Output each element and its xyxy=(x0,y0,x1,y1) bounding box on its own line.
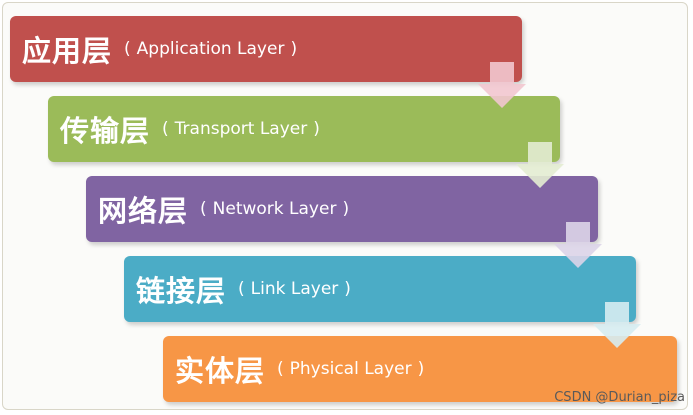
down-arrow-icon xyxy=(478,62,526,108)
watermark: CSDN @Durian_piza xyxy=(554,390,685,405)
paren-open: ( xyxy=(238,279,245,299)
paren-open: ( xyxy=(277,359,284,379)
layer-application: 应用层 ( Application Layer ) xyxy=(10,16,522,82)
layer-en-label: Transport Layer xyxy=(174,119,308,139)
layer-transport: 传输层 ( Transport Layer ) xyxy=(48,96,560,162)
layer-en-label: Physical Layer xyxy=(289,359,412,379)
layer-en-label: Network Layer xyxy=(212,199,337,219)
layer-cn-label: 网络层 xyxy=(98,194,189,228)
layer-cn-label: 链接层 xyxy=(136,274,227,308)
layer-en-label: Application Layer xyxy=(136,39,285,59)
paren-open: ( xyxy=(200,199,207,219)
paren-open: ( xyxy=(124,39,131,59)
paren-open: ( xyxy=(162,119,169,139)
paren-close: ) xyxy=(313,119,320,139)
layer-physical: 实体层 ( Physical Layer ) xyxy=(163,336,677,402)
layer-link: 链接层 ( Link Layer ) xyxy=(124,256,636,322)
down-arrow-icon xyxy=(516,142,564,188)
paren-close: ) xyxy=(342,199,350,219)
layer-en-label: Link Layer xyxy=(250,279,339,299)
layer-network: 网络层 ( Network Layer ) xyxy=(86,176,598,242)
layer-cn-label: 应用层 xyxy=(22,34,113,68)
down-arrow-icon xyxy=(554,222,602,268)
down-arrow-icon xyxy=(593,302,641,348)
paren-close: ) xyxy=(290,39,298,59)
layer-cn-label: 传输层 xyxy=(60,114,151,148)
paren-close: ) xyxy=(344,279,351,299)
layer-cn-label: 实体层 xyxy=(175,354,266,388)
paren-close: ) xyxy=(417,359,425,379)
